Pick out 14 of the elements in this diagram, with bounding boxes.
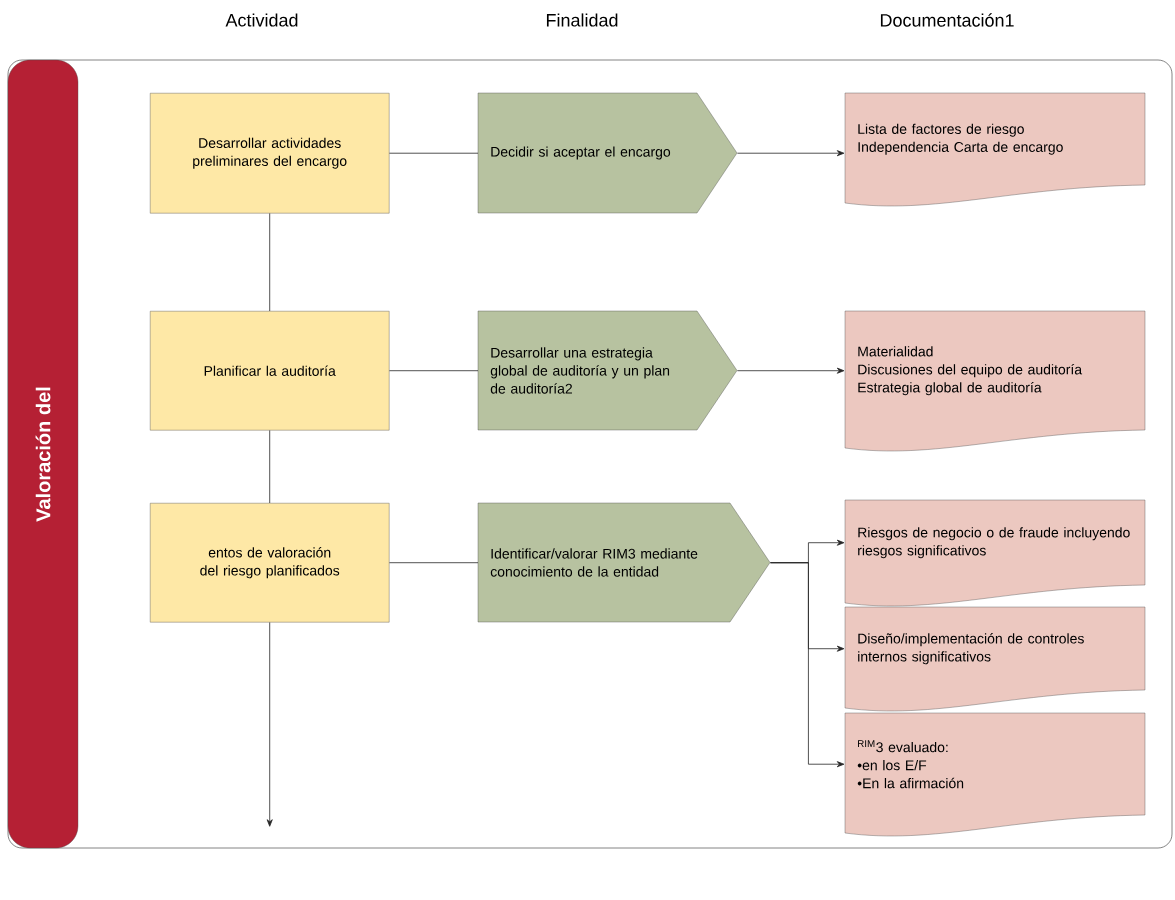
activity-box: entos de valoración del riesgo planificados	[150, 503, 390, 623]
purpose-pentagon: Decidir si aceptar el encargo	[477, 92, 738, 214]
arrow	[266, 622, 273, 827]
activity-box: Desarrollar actividades preliminares del encargo	[150, 93, 390, 214]
column-heading: Documentación1	[880, 13, 1014, 27]
purpose-pentagon: Desarrollar una estrategia global de auditoría y un plan de auditoría2	[477, 310, 738, 431]
arrow	[737, 150, 845, 157]
activity-box: Planificar la auditoría	[150, 311, 390, 431]
column-heading: Finalidad	[546, 13, 618, 27]
phase-band: Valoración del	[7, 59, 79, 849]
purpose-pentagon: Identificar/valorar RIM3 mediante conocimiento de la entidad	[477, 502, 771, 623]
column-heading: Actividad	[225, 13, 298, 27]
arrow	[737, 367, 845, 374]
arrow	[770, 562, 845, 768]
